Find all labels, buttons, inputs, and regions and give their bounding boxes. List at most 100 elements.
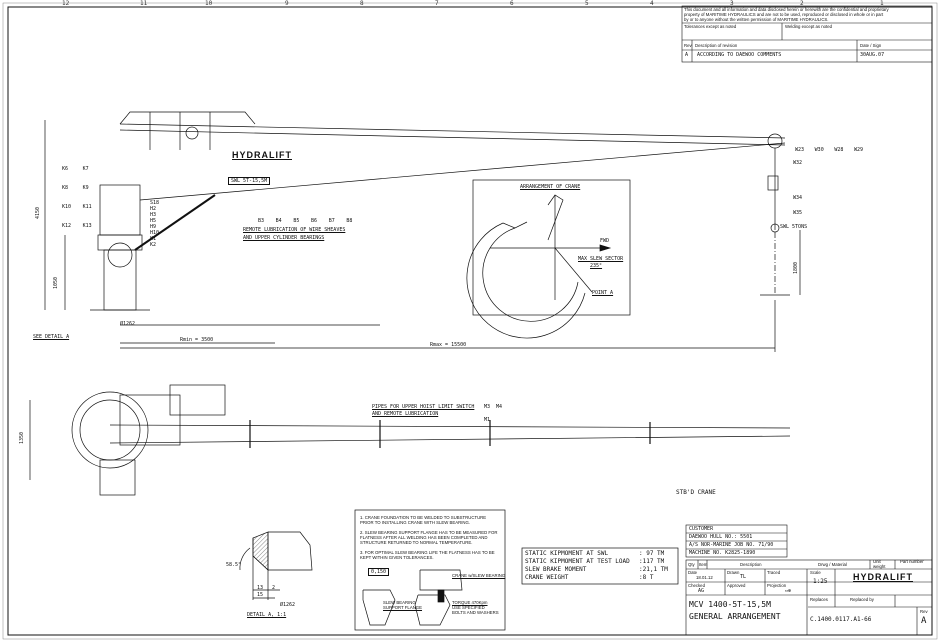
column-marker: 9 xyxy=(285,0,289,7)
replaced-by-label: Replaced by xyxy=(850,597,874,602)
flange-label: SUPPORT FLANGE xyxy=(383,605,423,610)
torque-label: TORQUE 470Kpm xyxy=(452,600,488,605)
customer-line: CUSTOMER xyxy=(689,526,714,532)
column-marker: 11 xyxy=(140,0,148,7)
drawing-title: GENERAL ARRANGEMENT xyxy=(689,612,781,621)
swl-label: SWL 5T-15,5M xyxy=(228,177,271,185)
col-header: Qty xyxy=(688,562,695,567)
notes-sketches xyxy=(362,569,463,626)
moment-label: STATIC KIPMOMENT AT SWL xyxy=(525,550,609,557)
dim-hook: 1800 xyxy=(793,261,800,275)
moment-value: :8 T xyxy=(639,574,654,581)
balloon: M4 xyxy=(496,404,503,410)
revision-date: 30AUG.07 xyxy=(860,52,885,58)
dim-diameter: Ø1262 xyxy=(120,321,136,327)
rmin-dimension: Rmin = 3500 xyxy=(180,337,214,343)
arrangement-frame xyxy=(472,179,631,316)
balloons-left-2: S18 H2 H3 H5 H9 H10 K1 K2 xyxy=(150,200,170,248)
balloons-left: K6 K7 K8 K9 K10 K11 K12 K13 xyxy=(62,155,112,231)
torque-label: BOLTS AND WASHERS xyxy=(452,610,499,615)
title-block-lines xyxy=(685,524,933,636)
customer-line: A/S NOR-MARINE JOB NO. 71/90 xyxy=(689,542,774,548)
balloon: K9 xyxy=(82,185,89,191)
rev-value: A xyxy=(921,616,927,626)
column-marker: 3 xyxy=(730,0,734,7)
balloon: H5 xyxy=(150,218,157,224)
detail-dim: Ø1262 xyxy=(280,602,296,608)
detail-dim: 13 xyxy=(257,585,264,591)
balloon: S18 xyxy=(150,200,160,206)
side-view-boom xyxy=(119,111,790,296)
dim-pedestal: 1050 xyxy=(53,276,60,290)
balloons-mid: B3 B4 B5 B6 B7 B8 xyxy=(258,207,354,226)
flange-label: SLEW BEARING xyxy=(383,600,416,605)
lubrication-note: AND UPPER CYLINDER BEARINGS xyxy=(243,235,325,241)
balloon: H10 xyxy=(150,230,160,236)
rmax-dimension: Rmax = 15500 xyxy=(430,342,467,348)
balloon: W29 xyxy=(854,147,864,153)
projection-label: Projection xyxy=(767,583,787,588)
revision-letter: A xyxy=(685,52,689,58)
plan-dimension: 1350 xyxy=(19,431,26,445)
col-header: Part number xyxy=(900,559,924,564)
balloon: K6 xyxy=(62,166,69,172)
column-marker: 12 xyxy=(62,0,70,7)
arrangement-title: ARRANGEMENT OF CRANE xyxy=(520,184,581,190)
balloon: K8 xyxy=(62,185,69,191)
balloon: K13 xyxy=(82,223,92,229)
detail-a-sketch xyxy=(239,531,313,600)
customer-line: DAEWOO HULL NO.: 5501 xyxy=(689,534,753,540)
drawing-title: MCV 1400-5T-15,5M xyxy=(689,600,771,609)
column-marker: 6 xyxy=(510,0,514,7)
detail-dim: 2 xyxy=(272,585,276,591)
hook-label: SWL 5TONS xyxy=(780,224,808,230)
drawing-number: C.1400.0117.A1-66 xyxy=(810,616,872,623)
point-a-label: POINT A xyxy=(592,290,614,296)
balloon: B7 xyxy=(328,218,335,224)
drawn-label: Drawn xyxy=(727,570,740,575)
col-header: Unit weight xyxy=(873,559,886,569)
balloon: M3 xyxy=(484,404,491,410)
welding-label: Welding except as noted xyxy=(785,24,832,29)
torque-label: USE SPECIFIED xyxy=(452,605,485,610)
col-header: Description xyxy=(740,562,762,567)
moment-value: : 97 TM xyxy=(639,550,665,557)
scale-value: 1:25 xyxy=(813,578,828,585)
hydralift-logo: HYDRALIFT xyxy=(853,572,913,582)
radius-dimensions xyxy=(120,300,776,352)
detail-angle: 58.5° xyxy=(226,562,242,568)
column-marker: 2 xyxy=(800,0,804,7)
balloon: W34 xyxy=(793,195,803,201)
checked-value: AG xyxy=(698,588,705,594)
balloon: B5 xyxy=(293,218,300,224)
scale-label: Scale xyxy=(810,570,821,575)
disclaimer-line: by or to anyone without the written perm… xyxy=(684,17,829,22)
balloon: K10 xyxy=(62,204,72,210)
pipes-note: PIPES FOR UPPER HOIST LIMIT SWITCH xyxy=(372,404,475,410)
customer-line: MACHINE NO. K2825-1890 xyxy=(689,550,756,556)
moment-label: SLEW BRAKE MOMENT xyxy=(525,566,587,573)
moment-frame xyxy=(521,547,679,585)
balloon: K11 xyxy=(82,204,92,210)
balloons-right: W23 W30 W28 W29 xyxy=(795,136,864,155)
balloon: K7 xyxy=(82,166,89,172)
balloon: W35 xyxy=(793,210,803,216)
balloon: K2 xyxy=(150,242,157,248)
approved-label: Approved xyxy=(727,583,746,588)
slew-sector-label: MAX SLEW SECTOR xyxy=(578,256,624,262)
note-item: 2. SLEW BEARING SUPPORT FLANGE HAS TO BE… xyxy=(360,530,498,545)
revision-description: ACCORDING TO DAEWOO COMMENTS xyxy=(697,52,782,58)
traced-label: Traced xyxy=(767,570,781,575)
pipes-note: AND REMOTE LUBRICATION xyxy=(372,411,439,417)
replaces-label: Replaces xyxy=(810,597,828,602)
disclaimer-line: This document and all information and da… xyxy=(684,7,889,12)
moment-value: :21,1 TM xyxy=(639,566,668,573)
balloon: W23 xyxy=(795,147,805,153)
slew-sector-value: 235° xyxy=(590,263,603,269)
column-marker: 7 xyxy=(435,0,439,7)
hydralift-logo: HYDRALIFT xyxy=(232,150,292,160)
date-value: 18.01.12 xyxy=(696,575,713,580)
rev-label: Rev xyxy=(920,609,928,614)
